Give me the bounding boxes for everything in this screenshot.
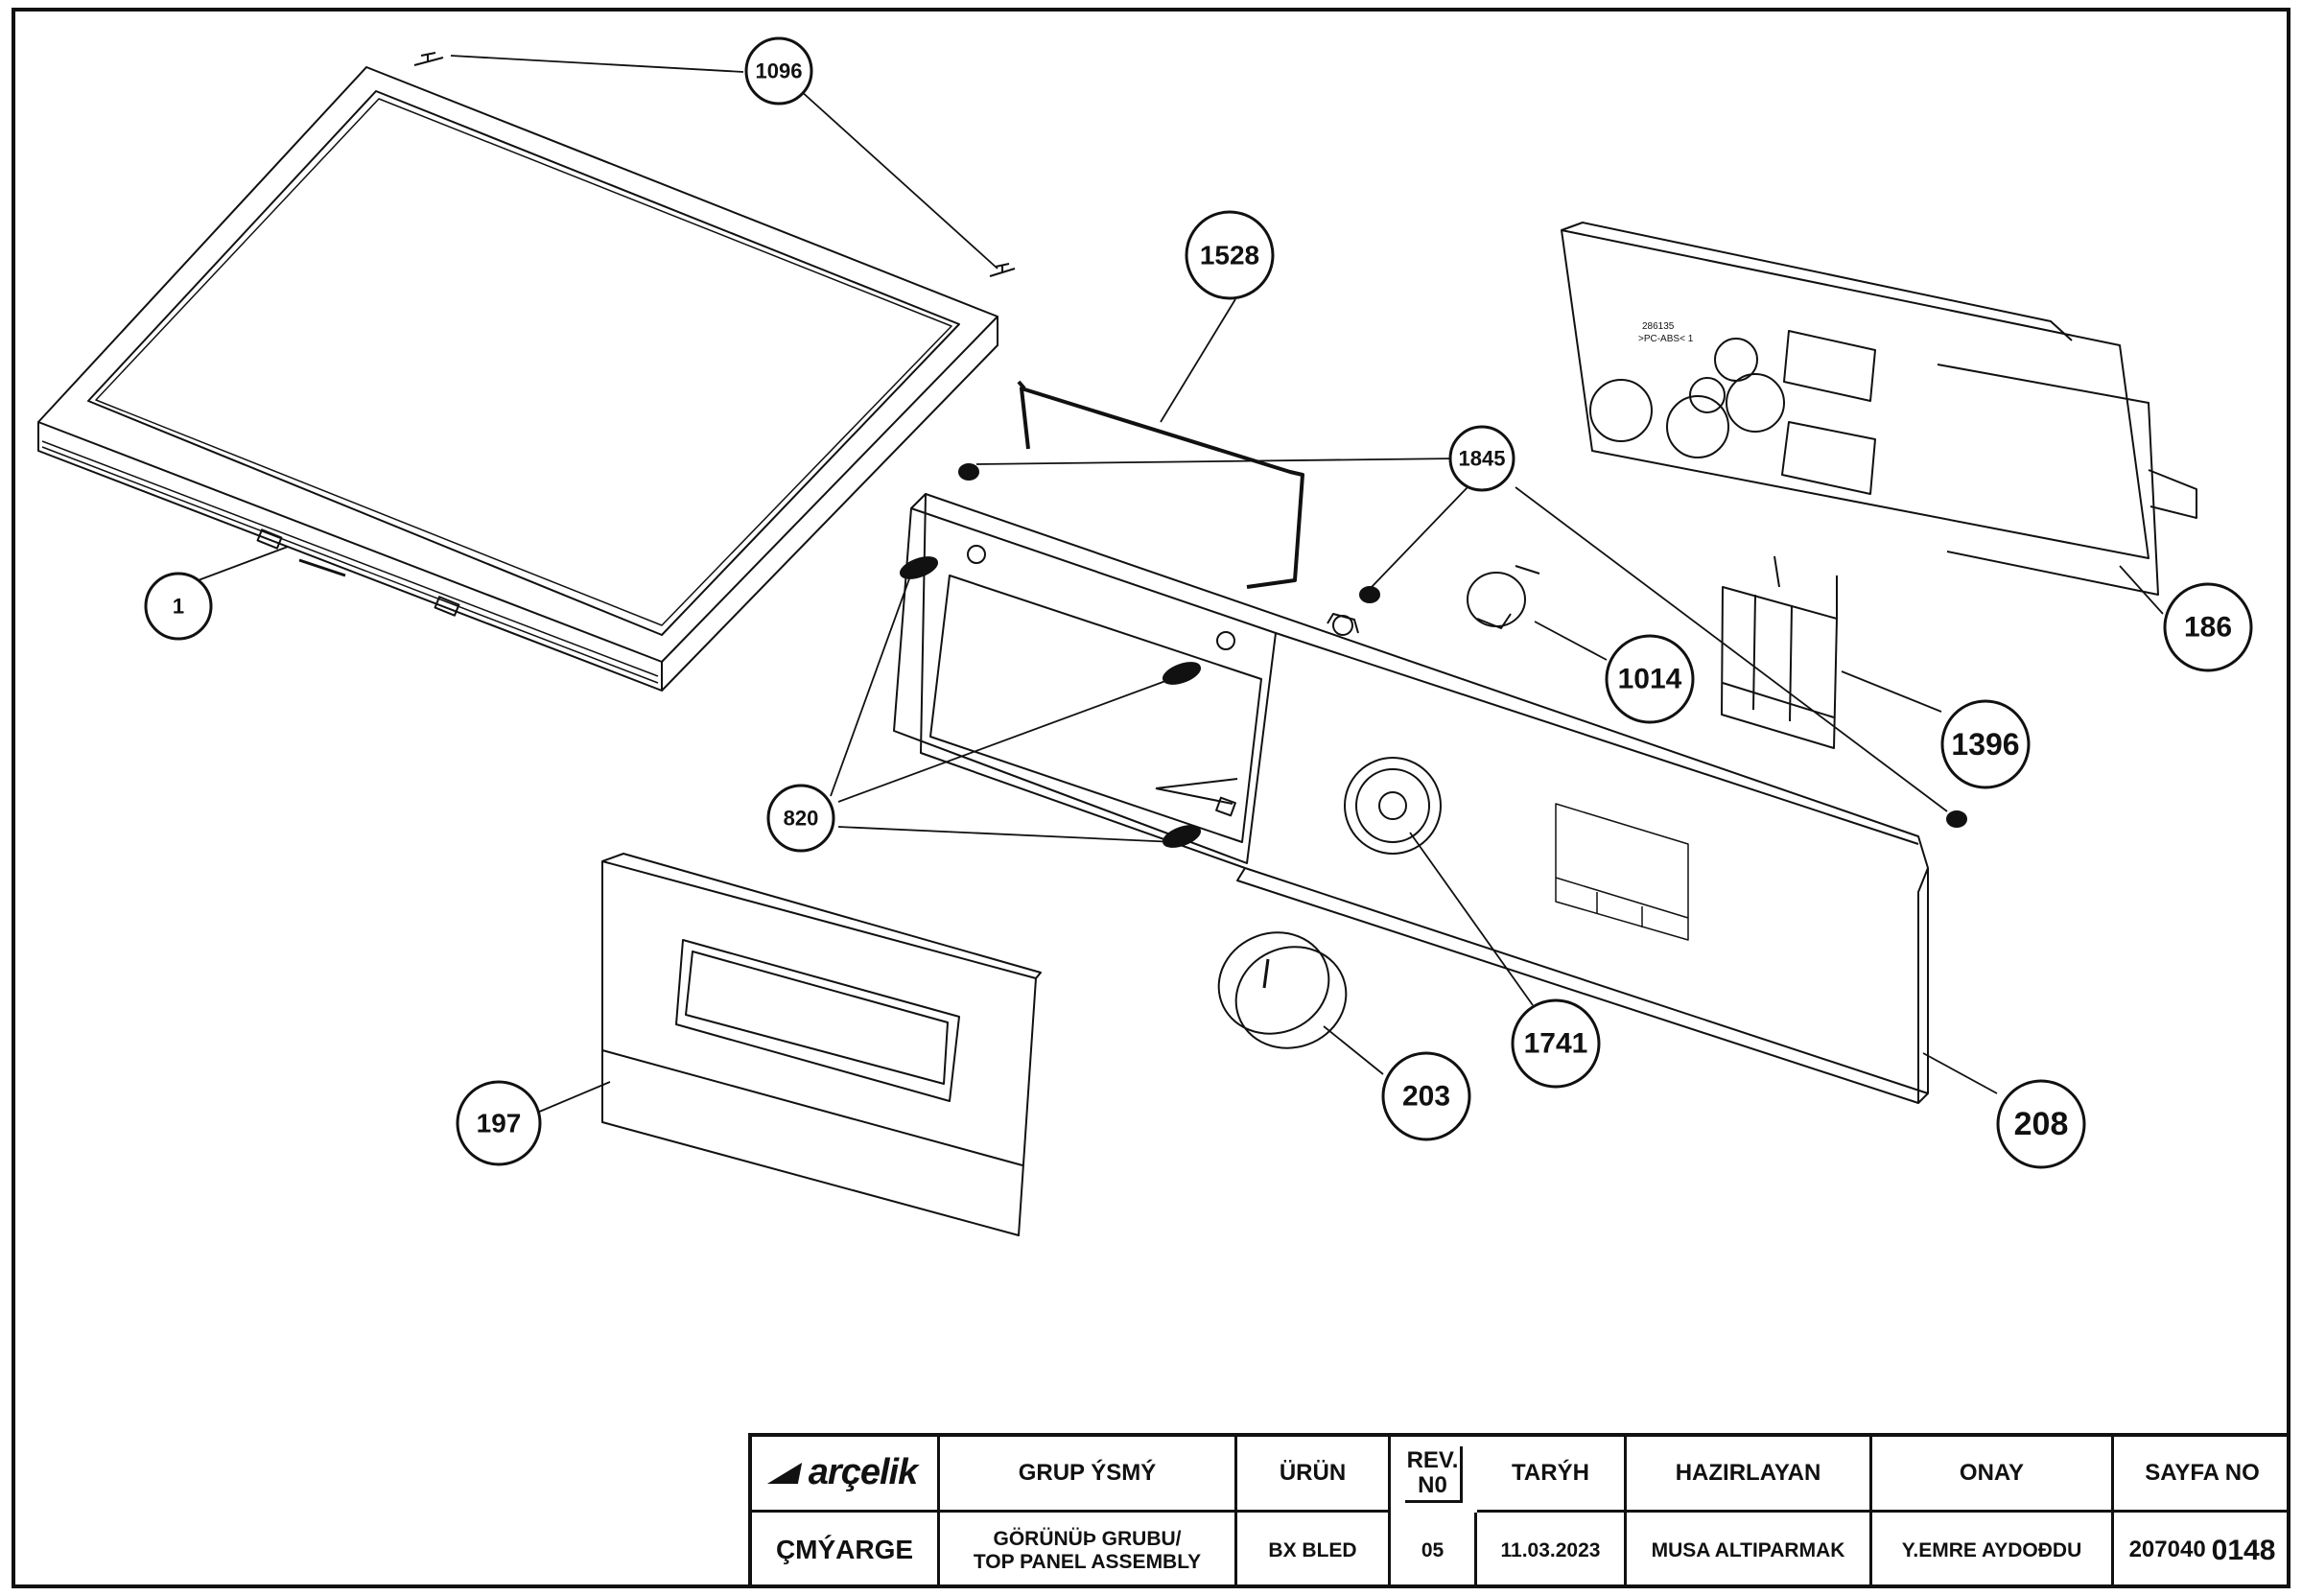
callout-186: 186 xyxy=(2184,612,2232,644)
callout-203: 203 xyxy=(1402,1081,1450,1113)
page-number: 0148 xyxy=(2211,1535,2276,1566)
display-window xyxy=(1555,803,1689,941)
part-knob xyxy=(1217,931,1348,1049)
balloon-186 xyxy=(2163,582,2253,672)
callout-1528: 1528 xyxy=(1200,241,1259,270)
part-control-panel xyxy=(893,493,1929,1104)
header-approval: ONAY xyxy=(1872,1437,2114,1513)
group-name-line2: TOP PANEL ASSEMBLY xyxy=(973,1550,1202,1573)
balloon-820 xyxy=(766,784,835,853)
part-screws-1096 xyxy=(413,52,1016,277)
header-prepared-by: HAZIRLAYAN xyxy=(1627,1437,1872,1513)
brand-logo-text: arçelik xyxy=(808,1452,918,1493)
pcb-label-line2: >PC-ABS< 1 xyxy=(1638,334,1694,344)
prepared-by-value: MUSA ALTIPARMAK xyxy=(1627,1513,1872,1588)
callout-labels: 1096 1528 1845 186 1014 1396 1 820 197 2… xyxy=(173,59,2232,1143)
part-pushbutton-1014 xyxy=(1467,565,1540,629)
balloon-1 xyxy=(144,572,213,641)
header-product: ÜRÜN xyxy=(1237,1437,1391,1513)
group-name-line1: GÖRÜNÜÞ GRUBU/ xyxy=(993,1528,1182,1551)
brand-name: ÇMÝARGE xyxy=(752,1513,940,1588)
title-block: arçelik GRUP ÝSMÝ ÜRÜN REV. N0 TARÝH HAZ… xyxy=(748,1433,2290,1588)
callout-1: 1 xyxy=(173,595,184,619)
header-group-name: GRUP ÝSMÝ xyxy=(940,1437,1237,1513)
balloon-208 xyxy=(1996,1079,2086,1169)
callout-820: 820 xyxy=(784,807,819,831)
header-date: TARÝH xyxy=(1477,1437,1627,1513)
part-screws-1845 xyxy=(958,463,1967,828)
part-drawer-front xyxy=(601,853,1042,1236)
rev-no-value: 05 xyxy=(1391,1513,1477,1588)
balloon-197 xyxy=(456,1080,542,1166)
balloon-1845 xyxy=(1448,425,1515,492)
callout-1845: 1845 xyxy=(1459,447,1506,471)
header-page-no: SAYFA NO xyxy=(2114,1437,2290,1513)
part-top-lid xyxy=(37,66,998,692)
balloon-1014 xyxy=(1605,634,1695,724)
balloon-1396 xyxy=(1940,699,2031,789)
balloon-1741 xyxy=(1511,998,1601,1089)
callout-1396: 1396 xyxy=(1951,727,2019,762)
part-button-module-1396 xyxy=(1721,555,1838,749)
callout-1096: 1096 xyxy=(756,59,803,83)
balloon-1096 xyxy=(744,36,813,106)
leader-lines xyxy=(179,55,2164,1114)
callout-1014: 1014 xyxy=(1618,664,1682,695)
page-prefix: 207040 xyxy=(2128,1537,2206,1563)
callout-197: 197 xyxy=(477,1109,522,1138)
brand-logo-cell: arçelik xyxy=(752,1437,940,1513)
header-rev-no: REV. N0 xyxy=(1405,1445,1463,1504)
part-wire-1528 xyxy=(1017,380,1304,589)
drawing-frame xyxy=(12,8,2290,1588)
part-pcb xyxy=(1561,222,2197,596)
date-value: 11.03.2023 xyxy=(1477,1513,1627,1588)
callout-208: 208 xyxy=(2014,1106,2069,1142)
callout-1741: 1741 xyxy=(1524,1028,1588,1060)
callout-balloons xyxy=(144,36,2253,1169)
arcelik-logo-icon xyxy=(766,1463,808,1484)
page-no-value: 207040 0148 xyxy=(2114,1513,2290,1588)
approval-value: Y.EMRE AYDOÐDU xyxy=(1872,1513,2114,1588)
pcb-label-line1: 286135 xyxy=(1642,321,1675,332)
group-name-value: GÖRÜNÜÞ GRUBU/ TOP PANEL ASSEMBLY xyxy=(940,1513,1237,1588)
balloon-1528 xyxy=(1185,210,1275,300)
product-value: BX BLED xyxy=(1237,1513,1391,1588)
part-clips-820 xyxy=(899,556,1202,848)
balloon-203 xyxy=(1381,1051,1471,1141)
